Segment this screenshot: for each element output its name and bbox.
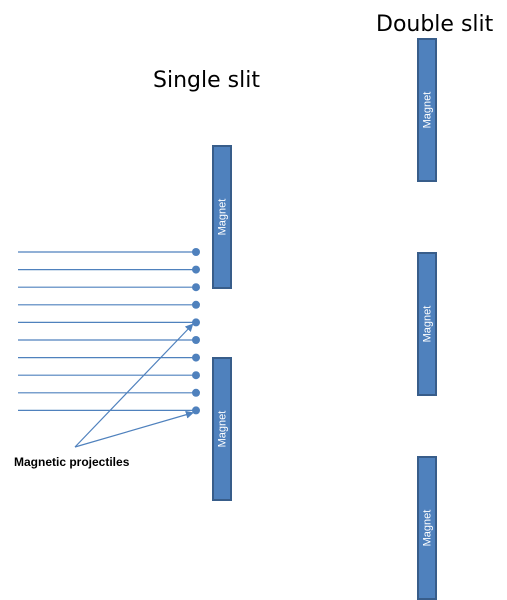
projectile-dot [192, 336, 200, 344]
single-slit-magnet-bottom: Magnet [212, 357, 232, 501]
projectile-dot [192, 318, 200, 327]
double-slit-title: Double slit [376, 12, 494, 37]
double-slit-magnet-middle: Magnet [417, 252, 437, 396]
double-slit-magnet-top: Magnet [417, 38, 437, 182]
double-slit-magnet-bottom: Magnet [417, 456, 437, 600]
projectile-dot [192, 371, 200, 380]
magnetic-projectiles-label: Magnetic projectiles [14, 455, 130, 469]
projectile-lines [18, 248, 200, 415]
projectile-dot [192, 283, 200, 292]
projectile-dot [192, 388, 200, 397]
projectile-dot [192, 353, 200, 362]
projectile-dot [192, 300, 200, 309]
single-slit-title: Single slit [153, 68, 260, 93]
projectile-dot [192, 248, 200, 256]
arrow-lower [74, 410, 194, 448]
projectile-dot [192, 406, 200, 415]
projectile-dot [192, 265, 200, 274]
arrow-upper [74, 323, 194, 448]
single-slit-magnet-top: Magnet [212, 145, 232, 289]
